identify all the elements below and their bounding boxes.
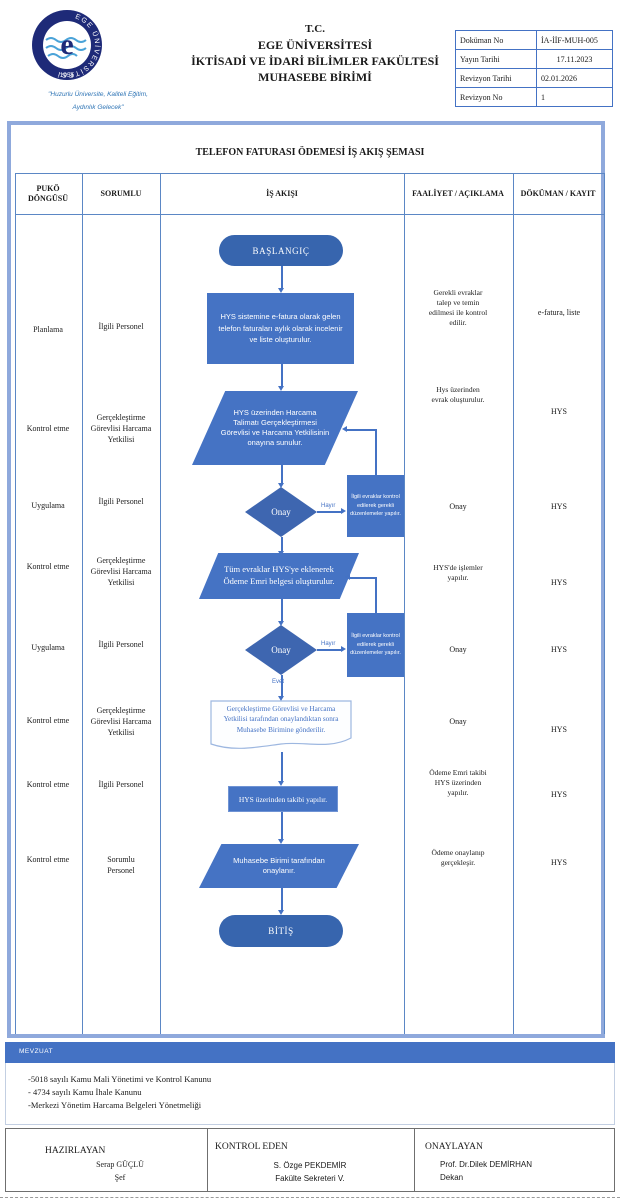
- sorumlu-row-8: Sorumlu Personel: [107, 855, 135, 875]
- decision-2-no-label: Hayır: [321, 641, 336, 647]
- sorumlu-row-7: İlgili Personel: [98, 780, 144, 789]
- dokuman-row-3: HYS: [550, 502, 567, 511]
- hazirlayan-name: Serap GÜÇLÜ: [96, 1160, 144, 1169]
- process-step2: HYS üzerinden Harcama Talimatı Gerçekleş…: [192, 391, 358, 465]
- table-row: Revizyon No 1: [455, 87, 613, 107]
- mevzuat-bar: MEVZUAT: [5, 1042, 615, 1063]
- end-node: BİTİŞ: [219, 915, 343, 947]
- kontrol-name: S. Özge PEKDEMİR: [273, 1161, 347, 1170]
- header-faculty: İKTİSADİ VE İDARİ BİLİMLER FAKÜLTESİ: [191, 54, 439, 69]
- mevzuat-item-2: - 4734 sayılı Kamu İhale Kanunu: [28, 1087, 142, 1097]
- faaliyet-row-3: Onay: [449, 502, 467, 511]
- rev-no-value: 1: [536, 87, 613, 107]
- puko-row-4: Kontrol etme: [26, 562, 70, 571]
- faaliyet-row-6: Onay: [449, 717, 467, 726]
- dokuman-row-2: HYS: [550, 407, 567, 416]
- process-step6-text: Muhasebe Birimi tarafından onaylanır.: [233, 855, 325, 875]
- sorumlu-row-1: İlgili Personel: [98, 322, 144, 331]
- dokuman-row-8: HYS: [550, 858, 567, 867]
- document-shape-step4: Gerçekleştirme Görevlisi ve Harcama Yetk…: [210, 700, 352, 752]
- ege-university-logo: e EGE ÜNİVERSİTESİ 1955: [32, 10, 102, 80]
- column-header-faaliyet: FAALİYET / AÇIKLAMA: [412, 188, 504, 198]
- start-node: BAŞLANGIÇ: [219, 235, 343, 266]
- doc-no-value: İA-İİF-MUH-005: [536, 30, 613, 50]
- rev-no-label: Revizyon No: [455, 87, 537, 107]
- kontrol-role: Fakülte Sekreteri V.: [275, 1174, 345, 1183]
- hazirlayan-role: Şef: [114, 1173, 126, 1182]
- sorumlu-row-6: Gerçekleştirme Görevlisi Harcama Yetkili…: [90, 706, 152, 737]
- slogan-line-1: "Huzurlu Üniversite, Kaliteli Eğitim,: [48, 91, 148, 98]
- pub-date-value: 17.11.2023: [536, 49, 613, 69]
- puko-row-1: Planlama: [33, 325, 63, 334]
- sorumlu-row-2: Gerçekleştirme Görevlisi Harcama Yetkili…: [90, 413, 152, 444]
- flowchart-panel: [7, 121, 605, 1038]
- faaliyet-row-5: Onay: [449, 645, 467, 654]
- table-row: Doküman No İA-İİF-MUH-005: [455, 30, 613, 50]
- faaliyet-row-7: Ödeme Emri takibi HYS üzerinden yapılır.: [429, 768, 487, 798]
- process-step5: HYS üzerinden takibi yapılır.: [228, 786, 338, 812]
- header-tc: T.C.: [305, 23, 325, 35]
- faaliyet-row-2: Hys üzerinden evrak oluşturulur.: [431, 385, 485, 405]
- decision-2-yes-label: Evet: [272, 679, 285, 685]
- sorumlu-row-4: Gerçekleştirme Görevlisi Harcama Yetkili…: [90, 556, 152, 587]
- column-header-sorumlu: SORUMLU: [100, 188, 142, 198]
- slogan-line-2: Aydınlık Gelecek": [72, 104, 124, 111]
- process-step1: HYS sistemine e-fatura olarak gelen tele…: [207, 293, 354, 364]
- onaylayan-role: Dekan: [440, 1173, 464, 1182]
- onaylayan-title: ONAYLAYAN: [425, 1142, 483, 1152]
- column-header-is-akisi: İŞ AKIŞI: [266, 188, 298, 198]
- sorumlu-row-3: İlgili Personel: [98, 497, 144, 506]
- puko-row-2: Kontrol etme: [26, 424, 70, 433]
- rev-date-label: Revizyon Tarihi: [455, 68, 537, 88]
- flowchart-title: TELEFON FATURASI ÖDEMESİ İŞ AKIŞ ŞEMASI: [195, 147, 425, 158]
- feedback-box-2: İlgili evraklar kontrol edilerek gerekli…: [347, 613, 404, 677]
- mevzuat-title: MEVZUAT: [19, 1048, 54, 1055]
- process-step6: Muhasebe Birimi tarafından onaylanır.: [199, 844, 359, 888]
- column-header-dokuman: DÖKÜMAN / KAYIT: [520, 188, 596, 198]
- table-row: Revizyon Tarihi 02.01.2026: [455, 68, 613, 88]
- sorumlu-row-5: İlgili Personel: [98, 640, 144, 649]
- puko-row-8: Kontrol etme: [26, 855, 70, 864]
- dokuman-row-4: HYS: [550, 578, 567, 587]
- signature-box: [5, 1128, 615, 1192]
- pub-date-label: Yayın Tarihi: [455, 49, 537, 69]
- dokuman-row-5: HYS: [550, 645, 567, 654]
- logo-letter: e: [60, 28, 73, 61]
- puko-row-3: Uygulama: [31, 501, 65, 510]
- puko-row-7: Kontrol etme: [26, 780, 70, 789]
- feedback-box-1: İlgili evraklar kontrol edilerek gerekli…: [347, 475, 404, 537]
- process-step2-text: HYS üzerinden Harcama Talimatı Gerçekleş…: [220, 407, 330, 448]
- faaliyet-row-8: Ödeme onaylanıp gerçekleşir.: [431, 848, 485, 868]
- process-step3-text: Tüm evraklar HYS'ye eklenerek Ödeme Emri…: [223, 564, 335, 586]
- header-unit: MUHASEBE BİRİMİ: [258, 70, 372, 85]
- doc-no-label: Doküman No: [455, 30, 537, 50]
- dokuman-row-1: e-fatura, liste: [537, 308, 581, 317]
- dokuman-row-7: HYS: [550, 790, 567, 799]
- kontrol-title: KONTROL EDEN: [215, 1142, 288, 1152]
- onaylayan-name: Prof. Dr.Dilek DEMİRHAN: [440, 1160, 533, 1169]
- mevzuat-item-3: -Merkezi Yönetim Harcama Belgeleri Yönet…: [28, 1100, 202, 1110]
- hazirlayan-title: HAZIRLAYAN: [45, 1146, 106, 1156]
- faaliyet-row-4: HYS'de işlemler yapılır.: [433, 563, 483, 583]
- header-university: EGE ÜNİVERSİTESİ: [257, 37, 373, 52]
- puko-row-5: Uygulama: [31, 643, 65, 652]
- table-row: Yayın Tarihi 17.11.2023: [455, 49, 613, 69]
- bottom-divider: [0, 1197, 620, 1198]
- puko-row-6: Kontrol etme: [26, 716, 70, 725]
- dokuman-row-6: HYS: [550, 725, 567, 734]
- column-header-puko: PUKÖ DÖNGÜSÜ: [27, 183, 68, 203]
- rev-date-value: 02.01.2026: [536, 68, 613, 88]
- logo-year: 1955: [60, 72, 75, 79]
- document-info-table: Doküman No İA-İİF-MUH-005 Yayın Tarihi 1…: [455, 30, 613, 107]
- university-slogan: "Huzurlu Üniversite, Kaliteli Eğitim, Ay…: [8, 88, 188, 114]
- process-step3: Tüm evraklar HYS'ye eklenerek Ödeme Emri…: [199, 553, 359, 599]
- mevzuat-box: [5, 1063, 615, 1125]
- document-shape-step4-text: Gerçekleştirme Görevlisi ve Harcama Yetk…: [223, 705, 339, 734]
- decision-1-no-label: Hayır: [321, 503, 336, 509]
- mevzuat-item-1: -5018 sayılı Kamu Mali Yönetimi ve Kontr…: [28, 1074, 212, 1084]
- faaliyet-row-1: Gerekli evraklar talep ve temin edilmesi…: [428, 288, 488, 328]
